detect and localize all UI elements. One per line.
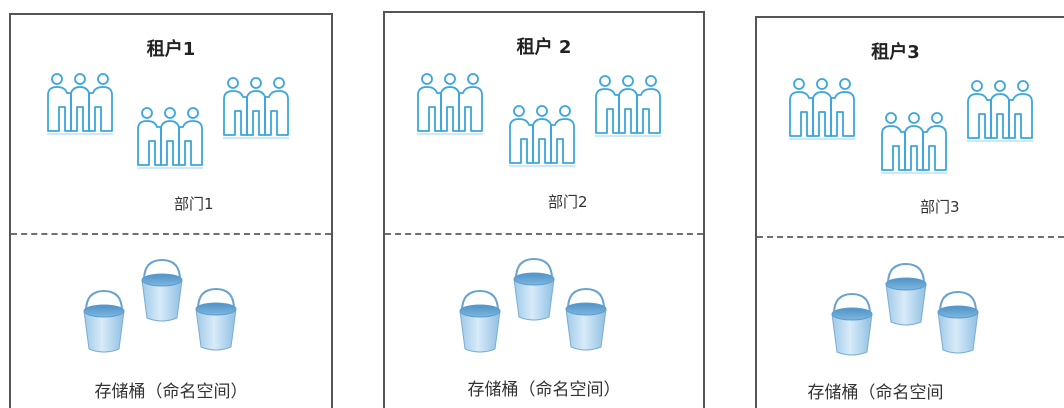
tenant-panel-1: 租户1 部门1 存储桶（命名空间） [9, 13, 333, 408]
department-label-2: 部门2 [548, 193, 588, 211]
people-group-icon [787, 76, 857, 142]
bucket-icon [191, 287, 241, 351]
bucket-icon [137, 258, 187, 322]
bucket-icon [561, 287, 611, 351]
storage-label-2: 存储桶（命名空间） [467, 380, 621, 400]
storage-label-1: 存储桶（命名空间） [94, 382, 248, 402]
people-group-icon [965, 78, 1035, 144]
tenant-title-2: 租户 2 [516, 37, 572, 58]
divider-dashed-1 [11, 233, 331, 235]
tenant-panel-3: 租户3 部门3 存储桶（命名空间 [755, 16, 1064, 408]
tenant-panel-2: 租户 2 部门2 存储桶（命名空间） [383, 11, 705, 408]
people-group-icon [593, 73, 663, 139]
people-group-icon [879, 110, 949, 176]
divider-dashed-3 [757, 236, 1064, 238]
bucket-icon [79, 289, 129, 353]
department-label-1: 部门1 [174, 195, 214, 213]
people-group-icon [415, 71, 485, 137]
bucket-icon [509, 257, 559, 321]
bucket-icon [933, 290, 983, 354]
tenant-title-3: 租户3 [871, 42, 920, 63]
people-group-icon [221, 75, 291, 141]
people-group-icon [135, 105, 205, 171]
bucket-icon [881, 262, 931, 326]
bucket-icon [827, 292, 877, 356]
storage-label-3: 存储桶（命名空间 [807, 383, 944, 403]
people-group-icon [45, 71, 115, 137]
tenant-title-1: 租户1 [146, 39, 196, 60]
divider-dashed-2 [385, 233, 703, 235]
people-group-icon [507, 103, 577, 169]
bucket-icon [455, 289, 505, 353]
department-label-3: 部门3 [920, 198, 960, 216]
